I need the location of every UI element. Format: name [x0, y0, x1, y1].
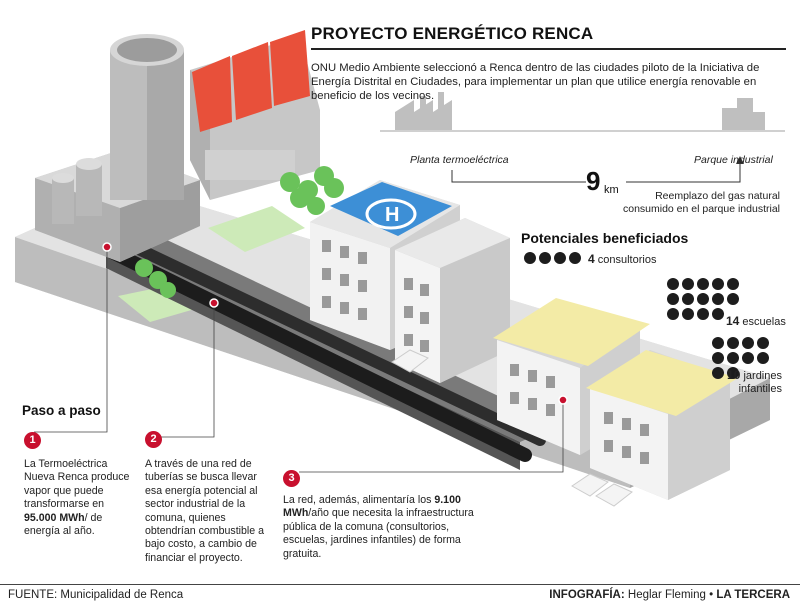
tree-group [135, 166, 344, 298]
page-title: PROYECTO ENERGÉTICO RENCA [311, 24, 594, 43]
jardines-label-2: infantiles [738, 383, 782, 395]
credit-line: INFOGRAFÍA: Heglar Fleming • LA TERCERA [549, 589, 790, 601]
consultorios-count: 4 consultorios [588, 252, 656, 266]
origin-label: Planta termoeléctrica [410, 154, 509, 166]
step-1-text: La Termoeléctrica Nueva Renca produce va… [24, 458, 130, 538]
car [595, 483, 633, 507]
pipeline [105, 245, 532, 462]
helipad-letter: H [385, 204, 400, 226]
source-line: FUENTE: Municipalidad de Renca [8, 589, 183, 601]
intro-text: ONU Medio Ambiente seleccionó a Renca de… [311, 62, 760, 102]
school-building [493, 298, 738, 500]
car [391, 349, 429, 373]
credit-outlet: LA TERCERA [716, 589, 790, 601]
destination-label: Parque industrial [694, 154, 773, 166]
consultorios-number: 4 [588, 252, 595, 266]
power-plant [35, 30, 320, 262]
jardines-dots [712, 337, 769, 379]
car [571, 473, 609, 497]
escuelas-dots [667, 278, 739, 320]
consultorios-label: consultorios [597, 254, 657, 266]
step-2-text: A través de una red de tuberías se busca… [145, 458, 264, 564]
step-2-number: 2 [145, 431, 162, 448]
jardines-number: 10 [727, 368, 741, 382]
grass-patch [208, 206, 305, 252]
source-label: FUENTE: [8, 589, 58, 601]
distance-note-line2: consumido en el parque industrial [622, 203, 780, 215]
consultorios-dots [524, 252, 581, 264]
jardines-count: 10 jardines infantiles [727, 369, 782, 396]
step-3-text: La red, además, alimentaría los 9.100 MW… [283, 494, 474, 560]
footer-divider [0, 584, 800, 585]
distance-note: Reemplazo del gas natural consumido en e… [623, 190, 780, 216]
callout-marker-2 [209, 298, 219, 308]
industrial-park-icon [722, 98, 765, 130]
beneficiaries-title: Potenciales beneficiados [521, 230, 689, 246]
factory-icon [395, 100, 452, 130]
escuelas-count: 14 escuelas [726, 314, 786, 328]
credit-label: INFOGRAFÍA: [549, 589, 625, 601]
pipeline [122, 238, 546, 446]
callout-marker-1 [102, 242, 112, 252]
credit-separator: • [709, 589, 714, 601]
hospital-building [310, 180, 510, 383]
step-3-number: 3 [283, 470, 300, 487]
callout-line-2 [157, 306, 215, 438]
escuelas-label: escuelas [742, 316, 786, 328]
helipad [330, 182, 452, 236]
title-divider [311, 48, 786, 50]
credit-author: Heglar Fleming [627, 589, 706, 601]
callout-line-3 [299, 402, 564, 473]
distance-value: 9 [586, 166, 601, 196]
jardines-label-1: jardines [743, 370, 782, 382]
source-name: Municipalidad de Renca [60, 589, 184, 601]
callout-line-1 [34, 250, 108, 433]
distance-unit: km [604, 184, 619, 196]
steps-title: Paso a paso [22, 403, 101, 418]
escuelas-number: 14 [726, 314, 740, 328]
distance-note-line1: Reemplazo del gas natural [655, 190, 780, 202]
step-1-number: 1 [24, 432, 41, 449]
callout-marker-3 [558, 395, 568, 405]
distance-diagram [380, 92, 785, 183]
